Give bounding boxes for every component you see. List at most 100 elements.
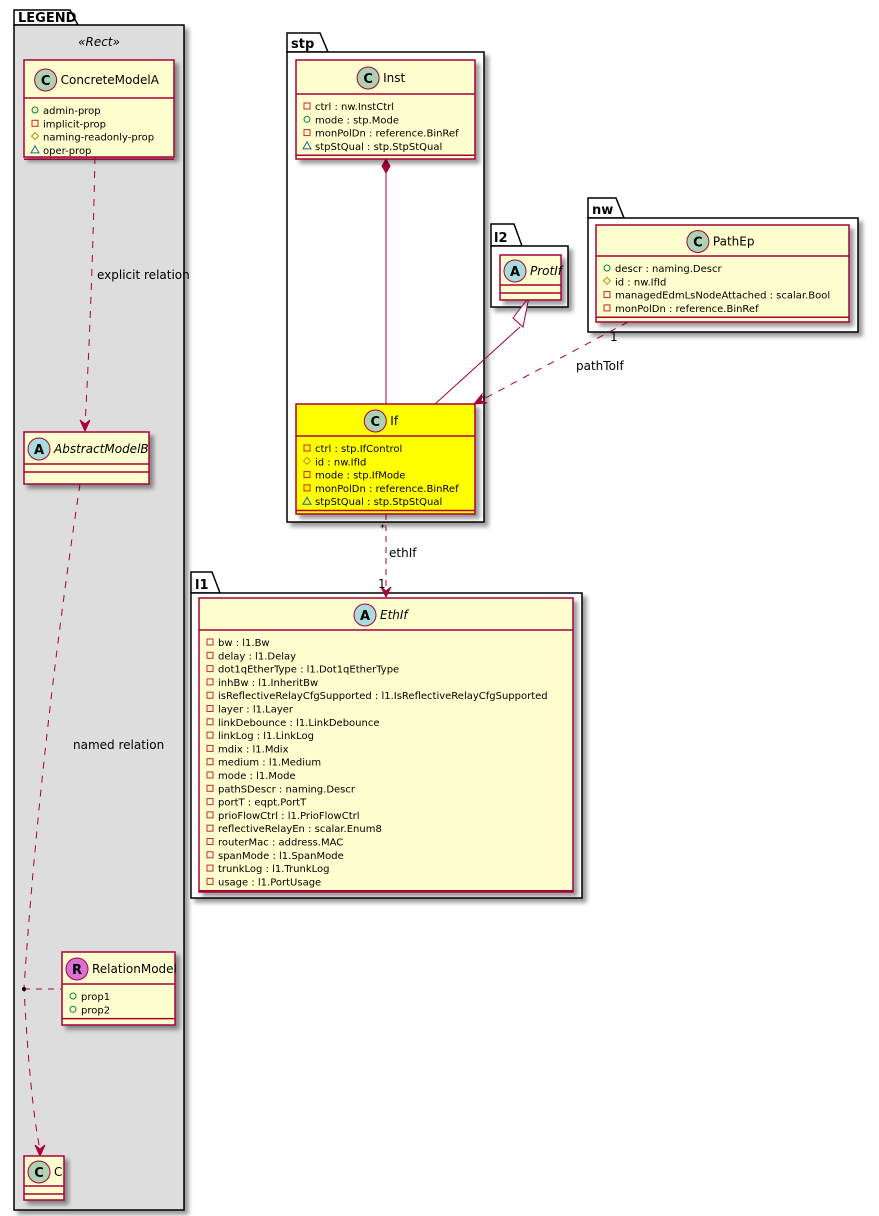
class-kind-letter: C: [371, 415, 381, 430]
private-visibility-icon: [206, 638, 214, 646]
private-visibility-icon: [303, 484, 311, 492]
class-attribute: reflectiveRelayEn : scalar.Enum8: [206, 824, 382, 835]
attribute-text: routerMac : address.MAC: [218, 838, 343, 849]
relation-line: [434, 326, 521, 405]
package-visibility-icon: [302, 140, 312, 150]
package-title: l2: [494, 231, 508, 246]
class-attribute: bw : l1.Bw: [206, 638, 270, 649]
class-icon: [34, 68, 58, 92]
relation-label: pathToIf: [576, 359, 624, 373]
relation-ethif: * 1 ethIf: [378, 514, 417, 599]
arrowhead-icon: [34, 1144, 46, 1158]
class-attribute: id : nw.IfId: [302, 456, 366, 468]
attribute-text: delay : l1.Delay: [218, 651, 296, 662]
multiplicity-to: *: [481, 394, 486, 405]
attribute-text: stpStQual : stp.StpStQual: [315, 497, 442, 508]
class-name: ProtIf: [530, 264, 564, 278]
class-attribute: linkDebounce : l1.LinkDebounce: [206, 718, 380, 729]
class-kind-letter: C: [34, 1166, 44, 1181]
multiplicity-from: 1: [610, 330, 618, 344]
private-visibility-icon: [206, 864, 214, 872]
class-attribute: mode : stp.IfMode: [303, 471, 405, 482]
relation-pathtoif: 1 * pathToIf: [472, 321, 629, 405]
protected-visibility-icon: [30, 131, 40, 141]
attribute-text: ctrl : nw.InstCtrl: [315, 102, 394, 113]
attribute-text: pathSDescr : naming.Descr: [218, 784, 356, 795]
arrowhead-icon: [380, 586, 392, 599]
attribute-text: id : nw.IfId: [315, 457, 366, 468]
class-attribute: prop1: [69, 992, 110, 1003]
arrowhead-icon: [79, 419, 91, 433]
public-visibility-icon: [69, 1005, 77, 1013]
private-visibility-icon: [206, 665, 214, 673]
class-kind-letter: C: [41, 74, 51, 89]
class-attribute: usage : l1.PortUsage: [206, 877, 321, 888]
class-box: [595, 224, 850, 323]
attribute-text: monPolDn : reference.BinRef: [315, 484, 459, 495]
class-attribute: ctrl : stp.IfControl: [303, 444, 402, 455]
package-visibility-icon: [30, 144, 40, 154]
private-visibility-icon: [206, 838, 214, 845]
class-attribute: naming-readonly-prop: [30, 131, 154, 144]
public-visibility-icon: [603, 264, 611, 272]
class-attribute: descr : naming.Descr: [603, 264, 722, 275]
attribute-text: isReflectiveRelayCfgSupported : l1.IsRef…: [218, 691, 548, 702]
private-visibility-icon: [303, 102, 311, 110]
class-attribute: routerMac : address.MAC: [206, 838, 343, 849]
attribute-text: linkDebounce : l1.LinkDebounce: [218, 718, 380, 729]
class-kind-letter: A: [34, 443, 44, 458]
attribute-text: managedEdmLsNodeAttached : scalar.Bool: [615, 291, 830, 302]
attribute-text: medium : l1.Medium: [218, 758, 321, 769]
class-kind-letter: R: [72, 963, 82, 978]
attribute-text: implicit-prop: [43, 119, 106, 130]
attribute-text: prop2: [81, 1005, 110, 1016]
attribute-text: monPolDn : reference.BinRef: [315, 129, 459, 140]
class-attribute: portT : eqpt.PortT: [206, 798, 307, 809]
class-attribute: stpStQual : stp.StpStQual: [302, 496, 442, 508]
private-visibility-icon: [303, 444, 311, 452]
package-stereotype: «Rect»: [78, 35, 120, 49]
private-visibility-icon: [31, 119, 39, 127]
relation-inst-if: [381, 157, 391, 404]
arrowhead-icon: [472, 392, 488, 405]
relation-line: [477, 321, 629, 403]
composition-diamond-icon: [381, 157, 391, 175]
attribute-text: id : nw.IfId: [615, 277, 666, 288]
class-attribute: mdix : l1.Mdix: [206, 744, 289, 755]
class-name: Inst: [383, 71, 405, 85]
relation-if-protif: [434, 296, 530, 405]
private-visibility-icon: [603, 291, 611, 299]
relation-line: [23, 483, 81, 1151]
protected-visibility-icon: [302, 456, 312, 466]
package-title: stp: [291, 37, 314, 52]
class-attribute: ctrl : nw.InstCtrl: [303, 102, 394, 113]
class-attribute: id : nw.IfId: [602, 276, 666, 288]
attribute-text: bw : l1.Bw: [218, 638, 270, 649]
attribute-text: descr : naming.Descr: [615, 264, 722, 275]
class-name: PathEp: [713, 235, 755, 249]
class-attribute: linkLog : l1.LinkLog: [206, 731, 314, 742]
private-visibility-icon: [303, 471, 311, 479]
private-visibility-icon: [603, 304, 611, 312]
private-visibility-icon: [206, 691, 214, 699]
abstract-class-icon: [503, 259, 527, 283]
class-attribute: mode : l1.Mode: [206, 771, 296, 782]
attribute-text: monPolDn : reference.BinRef: [615, 304, 759, 315]
attribute-text: trunkLog : l1.TrunkLog: [218, 864, 329, 875]
attribute-text: dot1qEtherType : l1.Dot1qEtherType: [218, 665, 399, 676]
class-attribute: mode : stp.Mode: [303, 115, 399, 126]
relation-explicit: explicit relation: [79, 156, 190, 433]
class-icon: [356, 66, 380, 90]
attribute-text: portT : eqpt.PortT: [218, 798, 307, 809]
